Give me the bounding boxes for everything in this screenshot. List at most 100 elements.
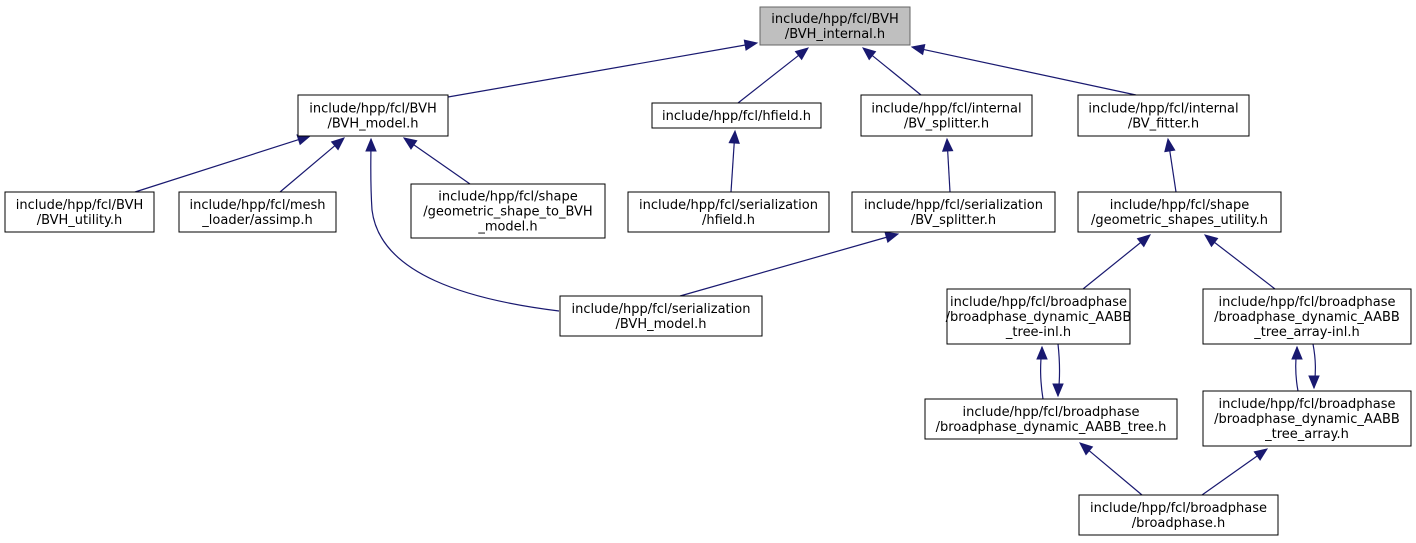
edge-bvh_model-to-bvh_internal <box>447 39 759 98</box>
node-box <box>410 183 606 239</box>
node-label-line: include/hpp/fcl/BVH <box>309 102 437 117</box>
node-box <box>1077 94 1250 137</box>
node-box <box>297 94 449 137</box>
node-bvh-internal[interactable]: include/hpp/fcl/BVH/BVH_internal.h <box>759 6 911 46</box>
edge-hfield-to-bvh_internal-arrowhead <box>794 47 810 61</box>
node-bp-tree-inl[interactable]: include/hpp/fcl/broadphase/broadphase_dy… <box>946 288 1132 345</box>
nodes-layer: include/hpp/fcl/BVH/BVH_internal.hinclud… <box>4 6 1412 536</box>
edge-ser_bvh_model-to-ser_bv_splitter-arrowhead <box>884 231 900 243</box>
node-label-line: _tree_array-inl.h <box>1253 325 1360 340</box>
node-box <box>946 288 1131 345</box>
edge-bp_tree_inl-to-geom_shapes_utility <box>1082 234 1152 290</box>
edge-bp_tree_array_inl-to-geom_shapes_utility <box>1203 234 1276 290</box>
edge-hfield-to-bvh_internal-line <box>737 54 800 104</box>
edge-bv_fitter-to-bvh_internal-arrowhead <box>910 43 926 56</box>
edge-ser_bvh_model-to-bvh_model-arrowhead <box>365 137 377 152</box>
edge-bp_tree_inl-to-geom_shapes_utility-arrowhead <box>1136 234 1152 248</box>
edge-mesh_assimp-to-bvh_model <box>279 137 345 193</box>
node-label-line: /geometric_shapes_utility.h <box>1091 213 1268 228</box>
edge-broadphase-to-bp_tree <box>1079 442 1143 496</box>
node-label-line: include/hpp/fcl/broadphase <box>1218 295 1395 310</box>
node-label-line: include/hpp/fcl/serialization <box>572 302 751 317</box>
node-ser-hfield[interactable]: include/hpp/fcl/serialization/hfield.h <box>627 191 830 233</box>
edge-geom_shape_to_bvh-to-bvh_model <box>402 137 471 185</box>
edge-bp_tree_array-to-bp_tree_array_inl <box>1291 345 1303 392</box>
node-label-line: /BVH_internal.h <box>785 27 885 42</box>
node-label-line: /broadphase_dynamic_AABB <box>946 310 1132 325</box>
node-box <box>1078 494 1279 536</box>
node-label-line: include/hpp/fcl/BVH <box>16 198 144 213</box>
edge-ser_bv_splitter-to-bv_splitter <box>941 137 954 193</box>
node-broadphase[interactable]: include/hpp/fcl/broadphase/broadphase.h <box>1078 494 1279 536</box>
edge-broadphase-to-bp_tree-line <box>1088 449 1143 496</box>
edge-broadphase-to-bp_tree_array <box>1201 448 1269 496</box>
edge-broadphase-to-bp_tree_array-line <box>1201 454 1259 496</box>
edge-bvh_utility-to-bvh_model-line <box>134 138 300 193</box>
node-label-line: /broadphase.h <box>1132 516 1225 531</box>
edges-layer <box>134 39 1320 496</box>
node-bv-splitter[interactable]: include/hpp/fcl/internal/BV_splitter.h <box>860 94 1033 137</box>
edge-geom_shape_to_bvh-to-bvh_model-line <box>412 143 471 185</box>
edge-bp_tree-to-bp_tree_inl-arrowhead <box>1036 345 1048 360</box>
edge-mesh_assimp-to-bvh_model-arrowhead <box>330 137 345 151</box>
node-hfield[interactable]: include/hpp/fcl/hfield.h <box>651 102 822 129</box>
node-label-line: /broadphase_dynamic_AABB <box>1214 310 1400 325</box>
node-box <box>851 191 1056 233</box>
node-box <box>178 191 337 233</box>
node-box <box>1077 191 1282 233</box>
node-label-line: /hfield.h <box>702 213 755 228</box>
edge-bv_fitter-to-bvh_internal-line <box>922 48 1137 96</box>
edge-ser_bvh_model-to-bvh_model <box>365 137 560 312</box>
node-box <box>860 94 1033 137</box>
edge-ser_bvh_model-to-bvh_model-line <box>370 138 560 312</box>
node-geom-shapes-utility[interactable]: include/hpp/fcl/shape/geometric_shapes_u… <box>1077 191 1282 233</box>
node-label-line: /BV_fitter.h <box>1128 117 1199 132</box>
node-label-line: include/hpp/fcl/internal <box>871 102 1021 117</box>
node-bp-tree-array-inl[interactable]: include/hpp/fcl/broadphase/broadphase_dy… <box>1202 288 1412 345</box>
edge-bp_tree_array_inl-to-bp_tree_array-arrowhead <box>1308 375 1320 390</box>
node-bv-fitter[interactable]: include/hpp/fcl/internal/BV_fitter.h <box>1077 94 1250 137</box>
node-label-line: include/hpp/fcl/shape <box>438 190 578 205</box>
edge-ser_bv_splitter-to-bv_splitter-line <box>947 149 951 193</box>
node-label-line: _tree_array.h <box>1264 427 1349 442</box>
node-box <box>924 398 1178 440</box>
node-ser-bvh-model[interactable]: include/hpp/fcl/serialization/BVH_model.… <box>559 295 763 337</box>
node-box <box>4 191 155 233</box>
node-bp-tree[interactable]: include/hpp/fcl/broadphase/broadphase_dy… <box>924 398 1178 440</box>
edge-bp_tree_array_inl-to-geom_shapes_utility-line <box>1213 241 1276 290</box>
node-label-line: include/hpp/fcl/serialization <box>639 198 818 213</box>
node-bvh-model[interactable]: include/hpp/fcl/BVH/BVH_model.h <box>297 94 449 137</box>
node-label-line: include/hpp/fcl/BVH <box>771 12 899 27</box>
node-label-line: include/hpp/fcl/broadphase <box>1218 397 1395 412</box>
edge-bv_splitter-to-bvh_internal-line <box>871 54 922 96</box>
edge-bvh_utility-to-bvh_model <box>134 134 312 193</box>
edge-geom_shapes_utility-to-bv_fitter <box>1164 137 1177 193</box>
node-label-line: include/hpp/fcl/serialization <box>864 198 1043 213</box>
node-label-line: include/hpp/fcl/broadphase <box>1090 501 1267 516</box>
edge-bp_tree_inl-to-geom_shapes_utility-line <box>1082 241 1142 290</box>
node-box <box>1202 390 1412 447</box>
node-label-line: include/hpp/fcl/mesh <box>190 198 326 213</box>
node-label-line: /BVH_model.h <box>328 117 419 132</box>
node-box <box>651 102 822 129</box>
node-bvh-utility[interactable]: include/hpp/fcl/BVH/BVH_utility.h <box>4 191 155 233</box>
edge-bv_fitter-to-bvh_internal <box>910 43 1137 96</box>
edge-broadphase-to-bp_tree-arrowhead <box>1079 442 1094 456</box>
edge-ser_hfield-to-hfield-line <box>730 141 735 193</box>
edge-bv_splitter-to-bvh_internal <box>861 47 922 96</box>
node-label-line: /BV_splitter.h <box>904 117 989 132</box>
edge-mesh_assimp-to-bvh_model-line <box>279 144 336 193</box>
edge-ser_bvh_model-to-ser_bv_splitter-line <box>679 236 888 297</box>
edge-hfield-to-bvh_internal <box>737 47 810 104</box>
node-mesh-assimp[interactable]: include/hpp/fcl/mesh_loader/assimp.h <box>178 191 337 233</box>
edge-bp_tree_inl-to-bp_tree <box>1052 343 1064 398</box>
edge-ser_bv_splitter-to-bv_splitter-arrowhead <box>941 137 954 152</box>
edge-ser_hfield-to-hfield <box>728 129 740 193</box>
node-label-line: include/hpp/fcl/hfield.h <box>662 109 811 124</box>
node-bp-tree-array[interactable]: include/hpp/fcl/broadphase/broadphase_dy… <box>1202 390 1412 447</box>
edge-bvh_model-to-bvh_internal-arrowhead <box>743 39 759 51</box>
node-geom-shape-to-bvh[interactable]: include/hpp/fcl/shape/geometric_shape_to… <box>410 183 606 239</box>
node-ser-bv-splitter[interactable]: include/hpp/fcl/serialization/BV_splitte… <box>851 191 1056 233</box>
